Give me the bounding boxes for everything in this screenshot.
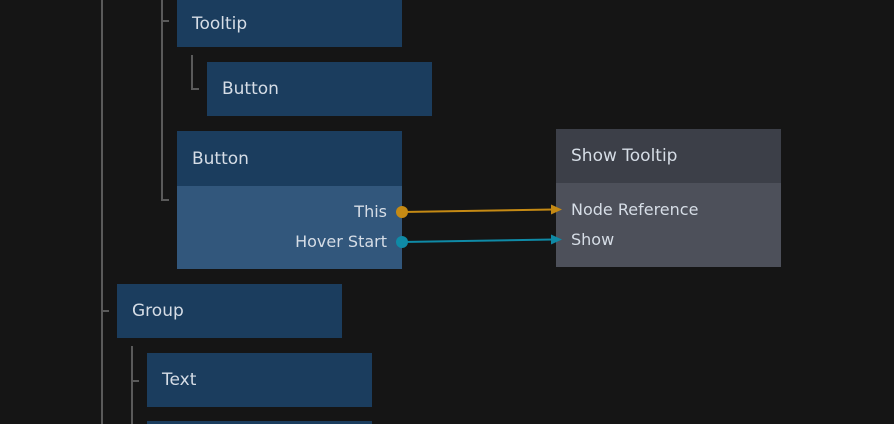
output-port-this[interactable]: This: [177, 196, 402, 226]
output-port-hover-start-dot[interactable]: [396, 236, 408, 248]
tooltip-child-button-title: Button: [222, 79, 279, 99]
output-port-this-label: This: [354, 201, 387, 221]
tree-line-text-branch: [131, 380, 139, 382]
show-tooltip-node[interactable]: Show Tooltip Node Reference Show: [556, 129, 781, 267]
text-node-header[interactable]: Text: [147, 353, 372, 407]
output-port-hover-start-label: Hover Start: [295, 231, 387, 251]
tree-line-tooltip-child-branch: [191, 88, 199, 90]
input-port-show-label: Show: [571, 229, 615, 249]
tree-line-button-branch: [161, 199, 169, 201]
show-tooltip-node-header[interactable]: Show Tooltip: [556, 129, 781, 183]
tooltip-child-button-node[interactable]: Button: [207, 62, 432, 116]
tooltip-child-button-header[interactable]: Button: [207, 62, 432, 116]
show-tooltip-node-title: Show Tooltip: [571, 146, 678, 166]
tooltip-node[interactable]: Tooltip: [177, 0, 402, 47]
show-tooltip-node-body: Node Reference Show: [556, 183, 781, 267]
tooltip-node-title: Tooltip: [192, 13, 248, 34]
group-node-header[interactable]: Group: [117, 284, 342, 338]
wire-this-to-node-reference[interactable]: [401, 208, 554, 213]
tree-line-root-vertical: [101, 0, 103, 424]
tree-line-group-branch: [101, 310, 109, 312]
tree-line-group-vertical: [131, 346, 133, 424]
button-node-header[interactable]: Button: [177, 131, 402, 186]
wire-hover-start-to-show[interactable]: [401, 238, 554, 243]
text-node-title: Text: [162, 370, 197, 390]
input-port-show[interactable]: Show: [556, 224, 781, 254]
output-port-hover-start[interactable]: Hover Start: [177, 226, 402, 256]
output-port-this-dot[interactable]: [396, 206, 408, 218]
tree-line-tooltip-branch: [161, 20, 169, 22]
button-node-title: Button: [192, 148, 249, 169]
tooltip-node-header[interactable]: Tooltip: [177, 0, 402, 47]
group-node[interactable]: Group: [117, 284, 342, 338]
tree-line-parent-vertical: [161, 0, 163, 200]
button-node-body: This Hover Start: [177, 186, 402, 269]
input-port-node-reference[interactable]: Node Reference: [556, 194, 781, 224]
button-node[interactable]: Button This Hover Start: [177, 131, 402, 269]
group-node-title: Group: [132, 301, 184, 321]
text-node[interactable]: Text: [147, 353, 372, 407]
tree-line-tooltip-child-vertical: [191, 55, 193, 90]
input-port-node-reference-label: Node Reference: [571, 199, 699, 219]
next-tree-node-partial[interactable]: [147, 421, 372, 424]
